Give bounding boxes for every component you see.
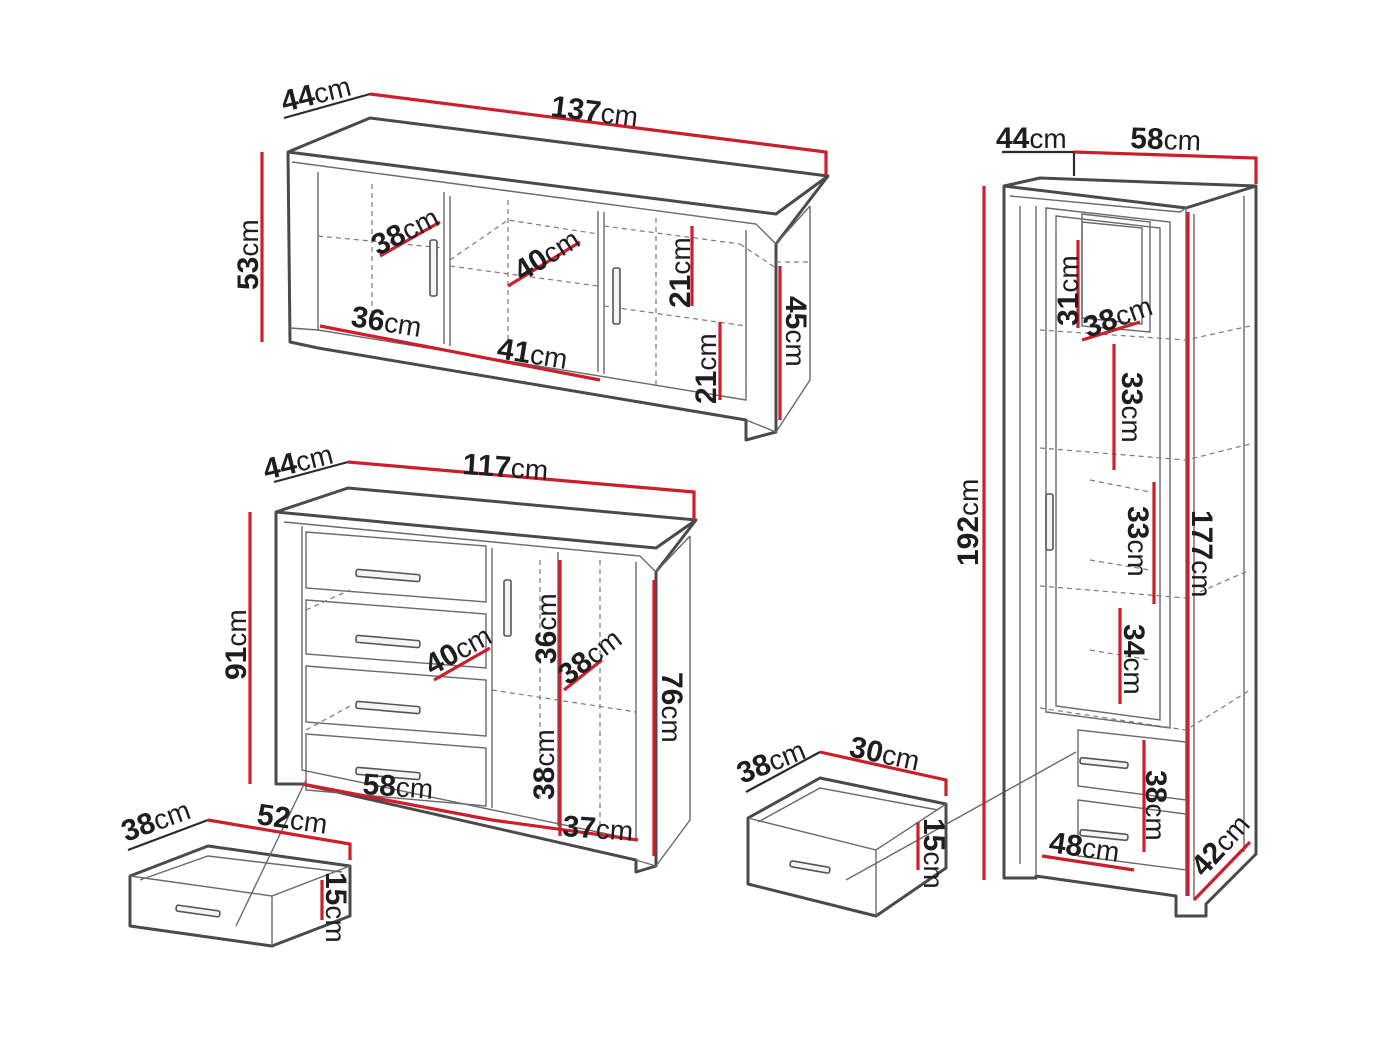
vitrine-inner-width-label: 48cm	[1047, 826, 1122, 869]
chest-compartment-upper-label: 36cm	[530, 593, 563, 664]
vitrine-drawer-section-label: 38cm	[1139, 770, 1172, 841]
chest-compartment-lower-label: 38cm	[528, 729, 561, 800]
tv-bottom-left-label: 36cm	[349, 300, 424, 344]
vitrine-shelf-diag-label: 38cm	[1079, 289, 1157, 344]
chest-drawers-width-label: 58cm	[362, 768, 435, 806]
chest-drawer-detail-drawing	[127, 779, 352, 948]
tv-shelf-center-label: 40cm	[508, 222, 585, 287]
tv-cabinet-drawing	[260, 92, 830, 442]
chest-drawer-width-label: 52cm	[255, 798, 330, 841]
chest-drawer-height-label: 15cm	[319, 872, 352, 943]
vitrine-glass-2-label: 33cm	[1121, 506, 1154, 577]
tv-side-height-label: 45cm	[779, 296, 812, 367]
chest-width-label: 117cm	[462, 448, 550, 487]
chest-compartment-width-label: 37cm	[562, 810, 635, 848]
vitrine-glass-3-label: 34cm	[1117, 624, 1150, 695]
tv-bottom-center-label: 41cm	[495, 332, 570, 376]
vitrine-drawer-width-label: 30cm	[847, 731, 923, 778]
chest-depth-label: 44cm	[260, 438, 337, 487]
chest-drawer-diag-label: 40cm	[419, 619, 497, 682]
vitrine-drawer-height-label: 15cm	[917, 818, 950, 889]
chest-height-label: 91cm	[220, 609, 253, 680]
tv-depth-label: 44cm	[278, 70, 355, 119]
vitrine-inner-height-label: 177cm	[1185, 510, 1218, 597]
vitrine-glass-1-label: 33cm	[1115, 372, 1148, 443]
vitrine-top-compartment-label: 31cm	[1052, 255, 1085, 326]
chest-shelf-right-label: 38cm	[552, 622, 628, 692]
tv-height-label: 53cm	[232, 219, 265, 290]
vitrine-width-label: 58cm	[1130, 122, 1202, 157]
vitrine-drawer-depth-label: 38cm	[732, 733, 810, 790]
vitrine-depth-label: 44cm	[996, 122, 1067, 155]
tv-compartment-upper-label: 21cm	[664, 237, 697, 308]
vitrine-height-label: 192cm	[952, 479, 985, 566]
tv-compartment-lower-label: 21cm	[690, 333, 723, 404]
vitrine-drawing	[982, 150, 1258, 918]
tv-width-label: 137cm	[549, 90, 640, 133]
chest-of-drawers-drawing	[248, 460, 698, 874]
chest-inner-height-label: 76cm	[655, 672, 688, 743]
vitrine-drawer-detail-drawing	[745, 750, 1077, 918]
